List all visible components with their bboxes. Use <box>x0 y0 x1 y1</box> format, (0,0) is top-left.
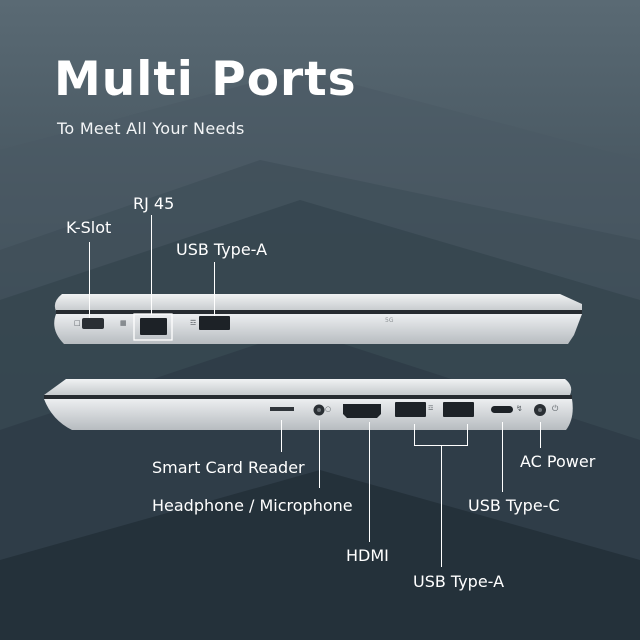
rj45-label: RJ 45 <box>133 194 175 213</box>
laptop-engraved-text: 5G <box>385 317 394 324</box>
smart-card-reader-label: Smart Card Reader <box>152 458 305 477</box>
headphone-icon: ○ <box>325 405 332 413</box>
page-subtitle: To Meet All Your Needs <box>57 119 245 138</box>
hdmi-pointer <box>369 422 370 542</box>
usb-icon: ☲ <box>428 405 434 412</box>
usb-a-left-label: USB Type-A <box>176 240 268 259</box>
k-slot-pointer <box>89 242 90 318</box>
usb-a-left-pointer <box>214 262 215 316</box>
rj45-pointer <box>151 215 152 315</box>
ac-power-pointer <box>540 422 541 448</box>
headphone-microphone-label: Headphone / Microphone <box>152 496 353 515</box>
usb-a-right-label: USB Type-A <box>413 572 505 591</box>
lock-icon: □ <box>74 319 81 327</box>
ethernet-icon: ▦ <box>120 319 127 327</box>
usb-a-right-bracket-left <box>414 424 415 446</box>
hdmi-label: HDMI <box>346 546 389 565</box>
smart-card-pointer <box>281 420 282 452</box>
usb-c-pointer <box>502 422 503 492</box>
headphone-pointer <box>319 420 320 488</box>
ac-power-label: AC Power <box>520 452 596 471</box>
usb-c-label: USB Type-C <box>468 496 560 515</box>
thunderbolt-icon: ↯ <box>516 404 523 413</box>
power-icon: ⏻ <box>552 404 559 413</box>
usb-a-right-pointer <box>441 445 442 567</box>
page-title: Multi Ports <box>54 52 357 107</box>
usb-icon: ☲ <box>190 319 197 327</box>
usb-a-right-bracket-right <box>467 424 468 446</box>
k-slot-label: K-Slot <box>66 218 112 237</box>
